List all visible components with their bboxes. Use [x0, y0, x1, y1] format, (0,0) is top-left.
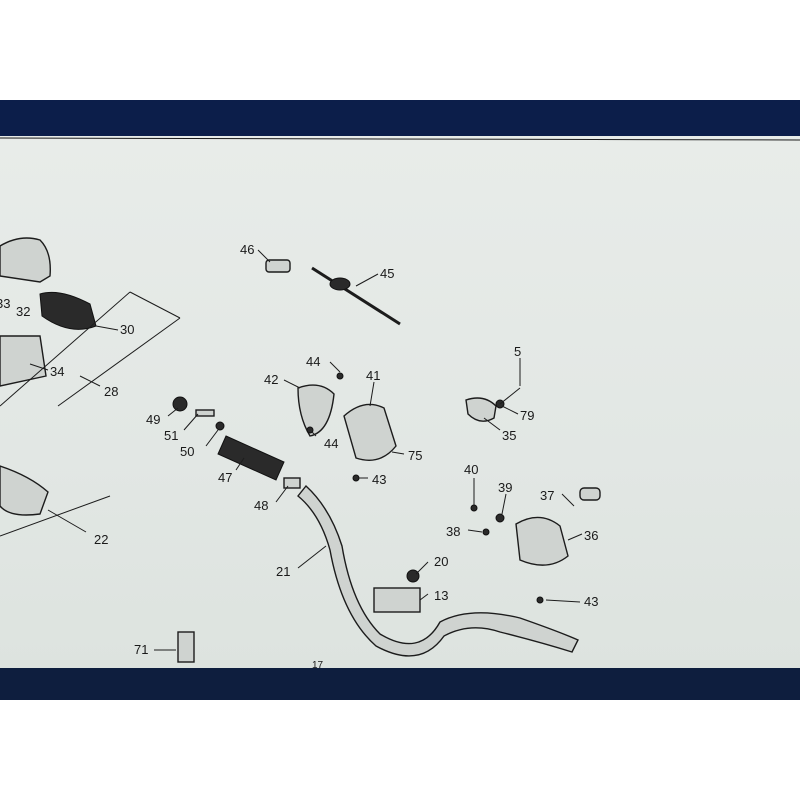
callout-42: 42	[264, 372, 278, 387]
leader-38	[467, 529, 483, 533]
callout-17: 17	[312, 660, 324, 668]
part-38-screw	[482, 528, 490, 536]
part-49-cap	[172, 396, 188, 412]
window-bottom-frame	[0, 668, 800, 700]
callout-79: 79	[520, 408, 534, 423]
leader-20	[415, 561, 429, 575]
part-20-nut	[406, 569, 420, 583]
part-35-mirror-mount	[465, 397, 497, 422]
leader-44a	[329, 361, 341, 373]
leader-46	[257, 249, 271, 263]
box-line-2	[129, 291, 181, 319]
leader-48	[275, 485, 289, 503]
callout-13: 13	[434, 588, 448, 603]
parts-diagram-sheet: 46 45 33 32 30 34 28 44 42 41 5 79 35 49…	[0, 136, 800, 668]
part-left-cover	[0, 237, 51, 283]
leader-34	[29, 363, 49, 371]
leader-47	[235, 457, 245, 471]
callout-40: 40	[464, 462, 478, 477]
leader-36	[567, 533, 583, 541]
part-47-grip	[217, 435, 285, 481]
part-22-footpeg	[0, 465, 49, 516]
leader-37	[561, 493, 575, 507]
part-42-lever	[297, 384, 335, 437]
part-44-screw-b	[306, 426, 314, 434]
callout-46: 46	[240, 242, 254, 257]
callout-39: 39	[498, 480, 512, 495]
callout-32: 32	[16, 304, 30, 319]
part-21-handlebar	[297, 484, 579, 657]
callout-20: 20	[434, 554, 448, 569]
leader-42	[283, 379, 301, 389]
callout-33: 33	[0, 296, 10, 311]
part-5-bolt	[499, 387, 521, 405]
leader-43b	[545, 599, 581, 603]
box-line-1	[0, 291, 131, 407]
part-48-sleeve	[283, 477, 301, 489]
part-41-housing	[343, 403, 397, 461]
part-45-adjuster	[329, 277, 351, 291]
leader-28	[79, 375, 101, 387]
part-37-clip	[579, 487, 601, 501]
leader-75	[391, 451, 405, 455]
callout-71: 71	[134, 642, 148, 657]
part-30-grate	[39, 291, 97, 330]
callout-21: 21	[276, 564, 290, 579]
part-13-clamp	[373, 587, 421, 613]
leader-49	[167, 407, 179, 417]
part-50-washer	[215, 421, 225, 431]
callout-45: 45	[380, 266, 394, 281]
callout-48: 48	[254, 498, 268, 513]
callout-30: 30	[120, 322, 134, 337]
leader-22	[47, 509, 87, 533]
part-43-screw-b	[536, 596, 544, 604]
leader-13	[419, 593, 429, 601]
part-71-bolt	[177, 631, 195, 663]
part-46-clamp	[265, 259, 291, 273]
leader-35	[483, 417, 501, 431]
part-51-pin	[195, 409, 215, 417]
callout-47: 47	[218, 470, 232, 485]
box-line-3	[57, 317, 181, 407]
callout-50: 50	[180, 444, 194, 459]
callout-43b: 43	[584, 594, 598, 609]
callout-41: 41	[366, 368, 380, 383]
callout-22: 22	[94, 532, 108, 547]
callout-5: 5	[514, 344, 521, 359]
callout-44b: 44	[324, 436, 338, 451]
callout-28: 28	[104, 384, 118, 399]
part-45-cable	[311, 266, 401, 326]
callout-36: 36	[584, 528, 598, 543]
callout-35: 35	[502, 428, 516, 443]
sheet-top-border	[0, 137, 800, 141]
callout-37: 37	[540, 488, 554, 503]
callout-49: 49	[146, 412, 160, 427]
leader-30	[95, 325, 119, 331]
leader-79	[501, 405, 519, 415]
leader-21	[297, 545, 327, 569]
leader-41	[369, 381, 375, 407]
leader-44b	[311, 431, 317, 437]
callout-34: 34	[50, 364, 64, 379]
box-line-4	[0, 495, 111, 537]
callout-51: 51	[164, 428, 178, 443]
part-39-screw	[495, 513, 505, 523]
callout-38: 38	[446, 524, 460, 539]
callout-75: 75	[408, 448, 422, 463]
leader-39	[501, 493, 507, 515]
part-44-screw	[336, 372, 344, 380]
callout-44a: 44	[306, 354, 320, 369]
parts-diagram: 46 45 33 32 30 34 28 44 42 41 5 79 35 49…	[0, 137, 800, 668]
callout-43a: 43	[372, 472, 386, 487]
window-top-frame	[0, 100, 800, 136]
leader-45	[355, 273, 379, 287]
leader-50	[205, 429, 219, 447]
part-36-switch-housing	[515, 516, 569, 566]
part-34-bracket	[0, 335, 47, 387]
leader-51	[183, 413, 199, 431]
